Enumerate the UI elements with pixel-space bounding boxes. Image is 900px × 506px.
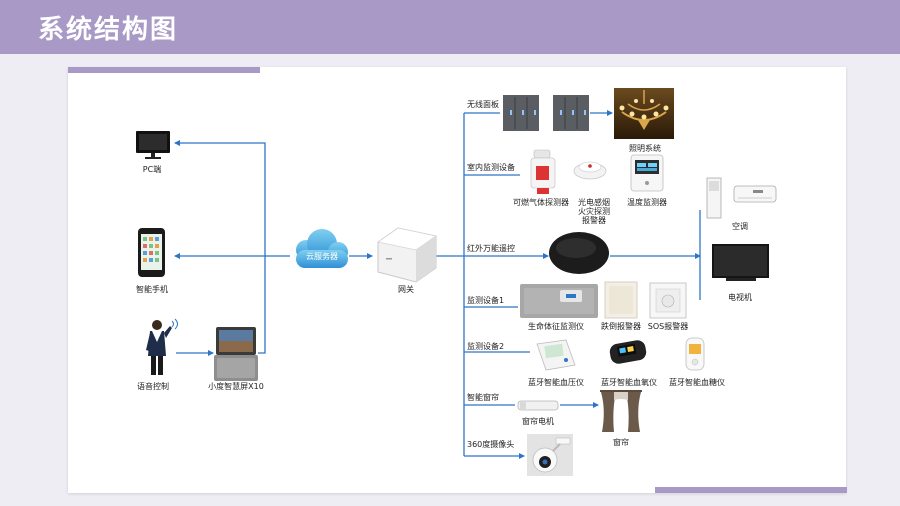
label-temp-monitor: 温度监测器: [627, 198, 667, 207]
line-to-pc: [174, 140, 266, 354]
page-title: 系统结构图: [38, 15, 179, 45]
camera-360-icon: [527, 434, 573, 476]
wireless-panel-icon: [503, 95, 589, 131]
ir-remote-icon: [549, 232, 609, 274]
fall-alarm-icon: [604, 281, 638, 319]
accent-bar-top: [68, 67, 260, 73]
oximeter-icon: [609, 340, 647, 364]
pc-monitor-icon: [136, 131, 170, 159]
temperature-monitor-icon: [630, 154, 664, 192]
connector-lines: [174, 110, 701, 459]
label-smoke-line3: 报警器: [582, 216, 606, 225]
chandelier-icon: [614, 88, 674, 139]
label-sos: SOS报警器: [647, 322, 689, 331]
label-smoke-line1: 光电感烟: [578, 198, 610, 207]
label-ac: 空调: [732, 222, 748, 231]
sos-alarm-icon: [649, 282, 687, 319]
label-wireless-panel: 无线面板: [467, 100, 499, 109]
vital-sign-monitor-icon: [520, 284, 598, 318]
label-bp: 蓝牙智能血压仪: [528, 378, 584, 387]
label-indoor-monitor: 室内监测设备: [467, 163, 515, 172]
smartphone-icon: [138, 228, 165, 277]
cloud-server-icon: [296, 229, 348, 268]
header-bar: 系统结构图: [0, 0, 900, 54]
gas-detector-icon: [530, 149, 556, 194]
label-pc: PC端: [142, 165, 162, 174]
gateway-icon: [377, 227, 437, 283]
glucose-meter-icon: [685, 337, 705, 371]
label-curtain-group: 智能窗帘: [467, 393, 499, 402]
label-cloud: 云服务器: [306, 252, 338, 261]
label-xiaodu: 小度智慧屏X10: [208, 382, 264, 391]
label-gateway: 网关: [398, 285, 414, 294]
label-ir-remote: 红外万能遥控: [467, 244, 515, 253]
accent-bar-bottom: [655, 487, 847, 493]
label-monitor2: 监测设备2: [467, 342, 505, 351]
label-lighting: 照明系统: [629, 144, 661, 153]
smoke-detector-icon: [573, 161, 607, 180]
label-phone: 智能手机: [136, 285, 168, 294]
diagram-card: [68, 67, 846, 493]
label-voice: 语音控制: [137, 382, 169, 391]
curtain-motor-icon: [517, 400, 559, 411]
voice-control-icon: [146, 318, 178, 375]
blood-pressure-meter-icon: [536, 339, 576, 371]
label-curtain-motor: 窗帘电机: [522, 417, 554, 426]
label-glucose: 蓝牙智能血糖仪: [669, 378, 725, 387]
tv-icon: [712, 244, 769, 281]
label-vital: 生命体征监测仪: [528, 322, 584, 331]
label-oximeter: 蓝牙智能血氧仪: [601, 378, 657, 387]
label-monitor1: 监测设备1: [467, 296, 505, 305]
label-curtain: 窗帘: [613, 438, 629, 447]
air-conditioner-icon: [706, 177, 777, 219]
label-smoke-line2: 火灾探测: [578, 207, 610, 216]
label-fall: 跌倒报警器: [601, 322, 641, 331]
xiaodu-screen-icon: [214, 327, 258, 381]
curtain-icon: [600, 390, 642, 432]
label-tv: 电视机: [728, 293, 752, 302]
label-gas-detector: 可燃气体探测器: [513, 198, 569, 207]
label-camera: 360度摄像头: [467, 440, 515, 449]
